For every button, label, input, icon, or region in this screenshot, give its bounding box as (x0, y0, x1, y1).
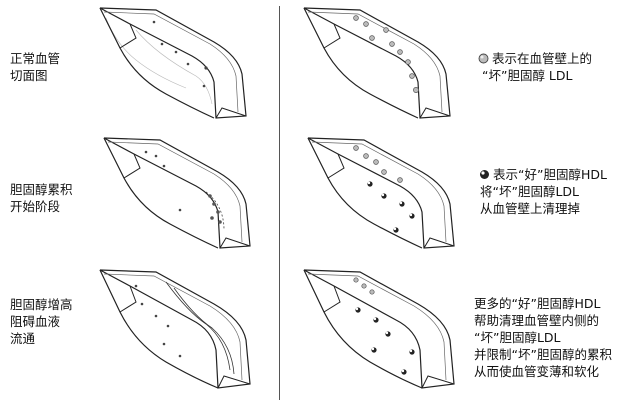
ldl-ball-icon (478, 53, 489, 64)
center-divider (279, 6, 280, 400)
label-ldl-legend-line1: 表示在血管壁上的 (492, 51, 593, 66)
label-ldl-legend-line2: “坏”胆固醇 LDL (482, 68, 573, 83)
vessel-ldl-deposits (303, 7, 451, 119)
vessel-hdl-clearing (307, 137, 455, 249)
label-accumulation-start: 胆固醇累积 开始阶段 (10, 182, 73, 214)
label-more-hdl: 更多的“好”胆固醇HDL 帮助清理血管壁内侧的 “坏”胆固醇LDL 并限制“坏”… (474, 296, 612, 379)
vessel-normal (99, 7, 247, 119)
label-blocked-flow: 胆固醇增高 阻碍血液 流通 (10, 297, 73, 346)
vessel-more-hdl (303, 269, 455, 389)
label-hdl-clearing: 将“坏”胆固醇LDL 从血管壁上清理掉 (480, 184, 581, 216)
vessel-accumulation-start (103, 137, 251, 249)
vessel-blocked-flow (99, 269, 251, 389)
hdl-ball-icon (480, 170, 489, 179)
label-hdl-legend: 表示“好”胆固醇HDL (493, 167, 607, 182)
label-normal-vessel: 正常血管 切面图 (10, 51, 61, 83)
